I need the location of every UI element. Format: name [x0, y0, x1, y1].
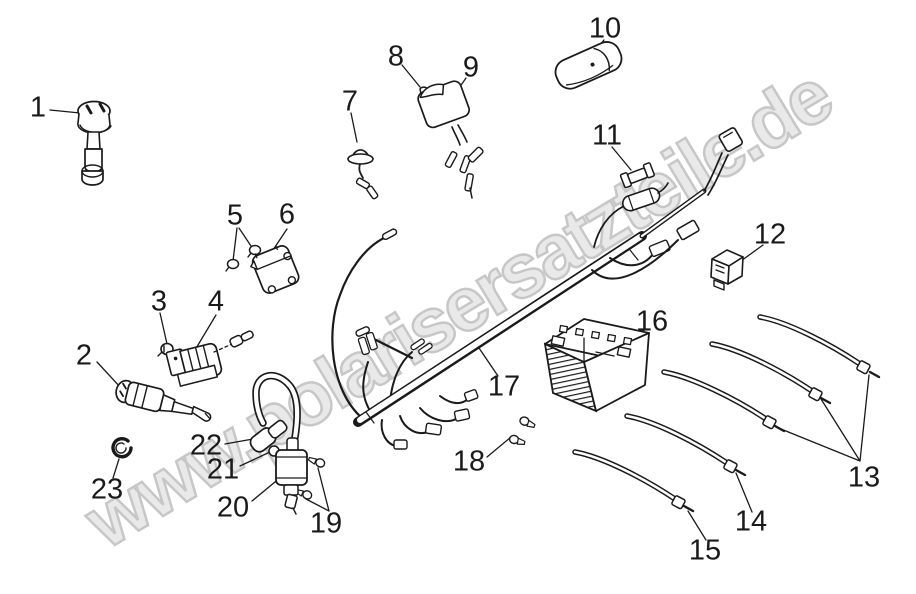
part-label-15: 15 [688, 534, 722, 567]
part-label-16: 16 [635, 305, 669, 338]
part-label-4: 4 [207, 285, 225, 318]
part-label-3: 3 [150, 285, 168, 318]
part-label-2: 2 [75, 339, 93, 372]
part-label-13: 13 [847, 461, 881, 494]
part-12-relay-cube [710, 249, 744, 291]
part-23-snap-ring [111, 437, 133, 459]
part-16-battery [543, 318, 650, 413]
cable-tie [757, 314, 881, 379]
part-label-17: 17 [487, 370, 521, 403]
part-6-relay [250, 245, 300, 294]
part-7-sensor [347, 149, 379, 200]
part-10-rubber-boot [554, 41, 623, 90]
part-22-spark-plug-cap [249, 419, 288, 453]
part-17-wire-harness [331, 127, 743, 450]
part-label-5: 5 [226, 199, 244, 232]
part-label-14: 14 [734, 505, 768, 538]
cable-tie [661, 369, 786, 433]
part-2-switch [115, 379, 212, 422]
part-20-ignition-coil [249, 371, 308, 515]
part-label-6: 6 [278, 198, 296, 231]
part-18-bolts [508, 416, 536, 445]
part-13-cable-ties [661, 314, 881, 433]
part-label-12: 12 [753, 218, 787, 251]
part-label-20: 20 [216, 491, 250, 524]
part-label-19: 19 [309, 507, 343, 540]
part-label-22: 22 [189, 429, 223, 462]
part-label-9: 9 [462, 51, 480, 84]
cable-tie [709, 341, 832, 405]
part-label-8: 8 [387, 40, 405, 73]
part-label-7: 7 [341, 85, 359, 118]
part-label-23: 23 [90, 473, 124, 506]
part-label-1: 1 [29, 91, 47, 124]
part-1-ignition-switch [77, 100, 112, 186]
part-label-10: 10 [588, 12, 622, 45]
part-label-11: 11 [591, 119, 623, 152]
part-label-18: 18 [452, 445, 486, 478]
leader-lines [49, 39, 870, 541]
part-9-cdi-unit [417, 80, 484, 199]
part-label-21: 21 [206, 453, 240, 486]
part-4-rectifier [165, 330, 254, 387]
part-15-cable-tie [572, 449, 695, 513]
part-14-cable-tie [624, 413, 747, 477]
part-11-fuse [619, 162, 655, 189]
part-19-screws [294, 456, 326, 500]
